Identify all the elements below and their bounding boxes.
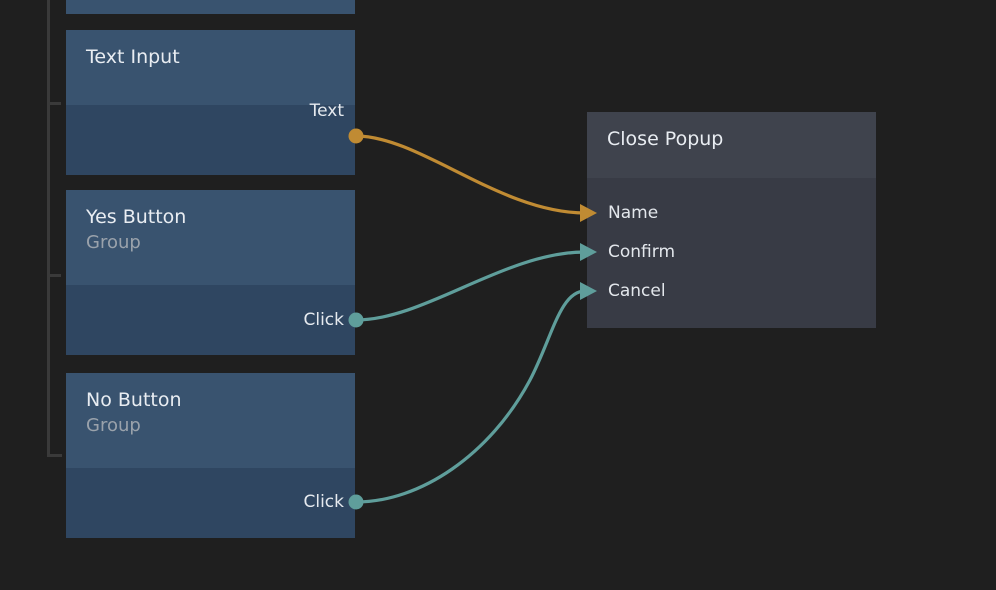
node-subtitle: Group — [86, 232, 141, 253]
node-header: Yes Button Group — [66, 190, 355, 285]
node-title: No Button — [86, 389, 182, 411]
port-out-click[interactable]: Click — [303, 310, 344, 330]
port-in-cancel[interactable]: Cancel — [608, 281, 666, 301]
node-subtitle: Group — [86, 415, 141, 436]
port-label: Name — [608, 203, 659, 223]
node-partial-top[interactable] — [66, 0, 355, 14]
node-header: No Button Group — [66, 373, 355, 468]
port-out-text[interactable]: Text — [310, 101, 344, 121]
edge-text-to-name — [354, 134, 587, 215]
node-body: Click — [66, 285, 355, 355]
node-body: Text — [66, 101, 355, 175]
edge-noclick-to-cancel — [354, 289, 587, 504]
node-body: Name Confirm Cancel — [587, 178, 876, 328]
node-header: Text Input — [66, 30, 355, 105]
port-label: Click — [303, 492, 344, 512]
port-label: Text — [309, 101, 344, 121]
node-text-input[interactable]: Text Input Text — [66, 30, 355, 175]
node-title: Text Input — [86, 46, 180, 68]
hierarchy-tree-guide — [47, 0, 62, 457]
edge-yesclick-to-confirm — [354, 250, 587, 322]
node-no-button[interactable]: No Button Group Click — [66, 373, 355, 538]
node-close-popup[interactable]: Close Popup Name Confirm Cancel — [587, 112, 876, 328]
port-in-name[interactable]: Name — [608, 203, 658, 223]
port-label: Click — [303, 310, 344, 330]
port-label: Confirm — [608, 242, 676, 262]
node-body: Click — [66, 468, 355, 538]
node-title: Yes Button — [86, 206, 187, 228]
node-header: Close Popup — [587, 112, 876, 178]
port-in-confirm[interactable]: Confirm — [608, 242, 675, 262]
node-header — [66, 0, 355, 14]
tree-trunk-line — [47, 0, 62, 457]
node-title: Close Popup — [607, 128, 724, 150]
node-yes-button[interactable]: Yes Button Group Click — [66, 190, 355, 355]
port-out-click[interactable]: Click — [303, 492, 344, 512]
port-label: Cancel — [608, 281, 666, 301]
